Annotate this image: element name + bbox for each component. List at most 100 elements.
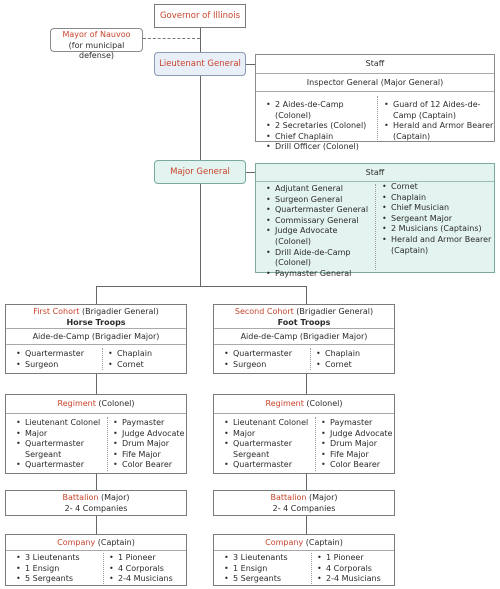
regiment-item: Quartermaster Sergeant <box>16 439 104 460</box>
lieutenant-general-staff-panel: Staff Inspector General (Major General) … <box>255 54 495 153</box>
mg-staff-left-list: Adjutant General Surgeon General Quarter… <box>266 184 374 279</box>
second-regiment-right: Paymaster Judge Advocate Drum Major Fife… <box>321 418 395 471</box>
mg-staff-item: Adjutant General <box>266 184 374 195</box>
company-item: 1 Ensign <box>224 564 308 575</box>
first-cohort-aide: Aide-de-Camp (Brigadier Major) <box>6 329 186 345</box>
lt-staff-item: 2 Secretaries (Colonel) <box>266 121 376 132</box>
second-battalion-detail: 2- 4 Companies <box>272 503 336 513</box>
connector-branch-left <box>96 286 97 304</box>
second-regiment-staff: Lieutenant Colonel Major Quartermaster S… <box>214 414 394 474</box>
first-regiment-left: Lieutenant Colonel Major Quartermaster S… <box>16 418 104 471</box>
second-company-divider <box>311 553 312 584</box>
first-company-left: 3 Lieutenants 1 Ensign 5 Sergeants <box>16 553 100 585</box>
mayor-title: Mayor of Nauvoo <box>62 30 131 39</box>
first-cohort-troops: Horse Troops <box>66 317 126 327</box>
second-company-right: 1 Pioneer 4 Corporals 2-4 Musicians <box>317 553 393 585</box>
governor-box: Governor of Illinois <box>154 4 246 28</box>
second-cohort-staff: Quartermaster Surgeon Chaplain Cornet <box>214 345 394 374</box>
connector-lt-staff <box>246 64 256 65</box>
first-regiment-heading: Regiment (Colonel) <box>6 395 186 414</box>
first-regiment-box: Regiment (Colonel) Lieutenant Colonel Ma… <box>5 394 187 474</box>
connector-left-regiment-battalion <box>96 474 97 490</box>
company-item: 1 Pioneer <box>109 553 185 564</box>
staff-item: Chaplain <box>316 349 392 360</box>
company-item: 2-4 Musicians <box>109 574 185 585</box>
staff-item: Quartermaster <box>16 349 96 360</box>
regiment-item: Drum Major <box>113 439 187 450</box>
regiment-item: Judge Advocate <box>113 429 187 440</box>
connector-branch-right <box>306 286 307 304</box>
lt-staff-item: Herald and Armor Bearer (Captain) <box>384 121 494 142</box>
company-item: 3 Lieutenants <box>16 553 100 564</box>
mg-staff-item: Herald and Armor Bearer (Captain) <box>382 235 494 256</box>
mg-staff-right-list: Cornet Chaplain Chief Musician Sergeant … <box>382 182 494 256</box>
connector-mayor-dashed <box>143 38 200 39</box>
second-cohort-name: Second Cohort <box>234 307 294 316</box>
first-battalion-detail: 2- 4 Companies <box>64 503 128 513</box>
mg-staff-item: 2 Musicians (Captains) <box>382 224 494 235</box>
first-company-box: Company (Captain) 3 Lieutenants 1 Ensign… <box>5 534 187 586</box>
mg-staff-columns: Adjutant General Surgeon General Quarter… <box>256 182 494 279</box>
second-cohort-staff-left: Quartermaster Surgeon <box>224 349 304 370</box>
regiment-item: Paymaster <box>321 418 395 429</box>
regiment-item: Lieutenant Colonel <box>16 418 104 429</box>
staff-item: Chaplain <box>108 349 184 360</box>
second-company-box: Company (Captain) 3 Lieutenants 1 Ensign… <box>213 534 395 586</box>
second-company-left: 3 Lieutenants 1 Ensign 5 Sergeants <box>224 553 308 585</box>
first-company-right: 1 Pioneer 4 Corporals 2-4 Musicians <box>109 553 185 585</box>
major-general-box: Major General <box>154 160 246 184</box>
first-regiment-divider <box>107 417 108 471</box>
first-cohort-name: First Cohort <box>33 307 80 316</box>
company-item: 5 Sergeants <box>16 574 100 585</box>
second-regiment-name: Regiment <box>265 399 304 408</box>
first-cohort-staff: Quartermaster Surgeon Chaplain Cornet <box>6 345 186 374</box>
first-regiment-name: Regiment <box>57 399 96 408</box>
company-item: 3 Lieutenants <box>224 553 308 564</box>
second-regiment-heading: Regiment (Colonel) <box>214 395 394 414</box>
second-company-staff: 3 Lieutenants 1 Ensign 5 Sergeants 1 Pio… <box>214 551 394 587</box>
connector-left-battalion-company <box>96 516 97 534</box>
mg-staff-divider <box>375 184 376 270</box>
major-general-staff-panel: Staff Adjutant General Surgeon General Q… <box>255 163 495 279</box>
mg-staff-item: Cornet <box>382 182 494 193</box>
regiment-item: Drum Major <box>321 439 395 450</box>
mg-staff-item: Drill Aide-de-Camp (Colonel) <box>266 248 374 269</box>
first-company-name: Company <box>57 538 96 547</box>
connector-right-battalion-company <box>306 516 307 534</box>
regiment-item: Major <box>224 429 312 440</box>
lt-staff-item: Chief Chaplain <box>266 132 376 143</box>
company-item: 5 Sergeants <box>224 574 308 585</box>
first-regiment-right: Paymaster Judge Advocate Drum Major Fife… <box>113 418 187 471</box>
connector-lt-to-major <box>200 76 201 162</box>
first-cohort-staff-left: Quartermaster Surgeon <box>16 349 96 370</box>
second-battalion-name: Battalion <box>270 493 307 502</box>
mayor-box: Mayor of Nauvoo (for municipal defense) <box>50 28 143 60</box>
regiment-item: Lieutenant Colonel <box>224 418 312 429</box>
first-company-staff: 3 Lieutenants 1 Ensign 5 Sergeants 1 Pio… <box>6 551 186 587</box>
second-cohort-aide: Aide-de-Camp (Brigadier Major) <box>214 329 394 345</box>
lt-staff-divider <box>377 96 378 140</box>
mg-staff-item: Quartermaster General <box>266 205 374 216</box>
second-battalion-box: Battalion (Major) 2- 4 Companies <box>213 490 395 516</box>
regiment-item: Color Bearer <box>321 460 395 471</box>
second-cohort-staff-right: Chaplain Cornet <box>316 349 392 370</box>
connector-right-cohort-regiment <box>306 374 307 394</box>
regiment-item: Judge Advocate <box>321 429 395 440</box>
first-company-heading: Company (Captain) <box>6 535 186 551</box>
mg-staff-item: Surgeon General <box>266 195 374 206</box>
company-item: 1 Ensign <box>16 564 100 575</box>
second-regiment-left: Lieutenant Colonel Major Quartermaster S… <box>224 418 312 471</box>
mg-staff-item: Judge Advocate (Colonel) <box>266 226 374 247</box>
first-battalion-rank: (Major) <box>101 493 130 502</box>
lt-staff-item: 2 Aides-de-Camp (Colonel) <box>266 100 376 121</box>
regiment-item: Color Bearer <box>113 460 187 471</box>
connector-right-regiment-battalion <box>306 474 307 490</box>
connector-major-down <box>200 182 201 286</box>
mg-staff-label: Staff <box>256 164 494 182</box>
second-company-name: Company <box>265 538 304 547</box>
first-battalion-name: Battalion <box>62 493 99 502</box>
regiment-item: Quartermaster <box>224 460 312 471</box>
company-item: 4 Corporals <box>317 564 393 575</box>
lieutenant-general-box: Lieutenant General <box>154 52 246 76</box>
mg-staff-item: Chaplain <box>382 193 494 204</box>
